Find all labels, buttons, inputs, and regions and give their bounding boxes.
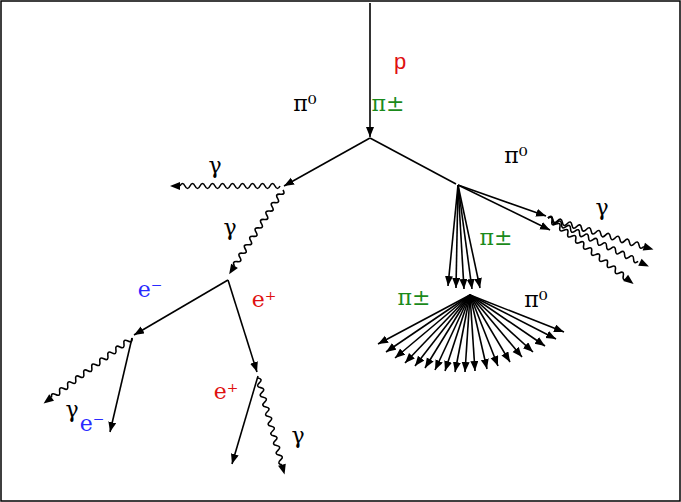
particle-label: e⁺ xyxy=(214,381,239,403)
particle-label: γ xyxy=(208,155,221,177)
particle-label: π⁰ xyxy=(524,289,547,311)
particle-tracks xyxy=(110,3,564,464)
particle-label: p xyxy=(394,51,406,73)
particle-label: γ xyxy=(291,425,304,447)
particle-label: π± xyxy=(372,93,405,115)
particle-label: e⁺ xyxy=(252,289,277,311)
photon-waves xyxy=(41,182,654,475)
particle-label: π± xyxy=(398,287,431,309)
particle-label: π⁰ xyxy=(504,145,527,167)
particle-label: e⁻ xyxy=(80,413,105,435)
particle-label: γ xyxy=(223,217,236,239)
particle-label: γ xyxy=(595,197,608,219)
particle-label: e⁻ xyxy=(138,279,163,301)
particle-label: π⁰ xyxy=(293,93,316,115)
particle-label: π± xyxy=(480,227,513,249)
particle-label: γ xyxy=(65,399,78,421)
